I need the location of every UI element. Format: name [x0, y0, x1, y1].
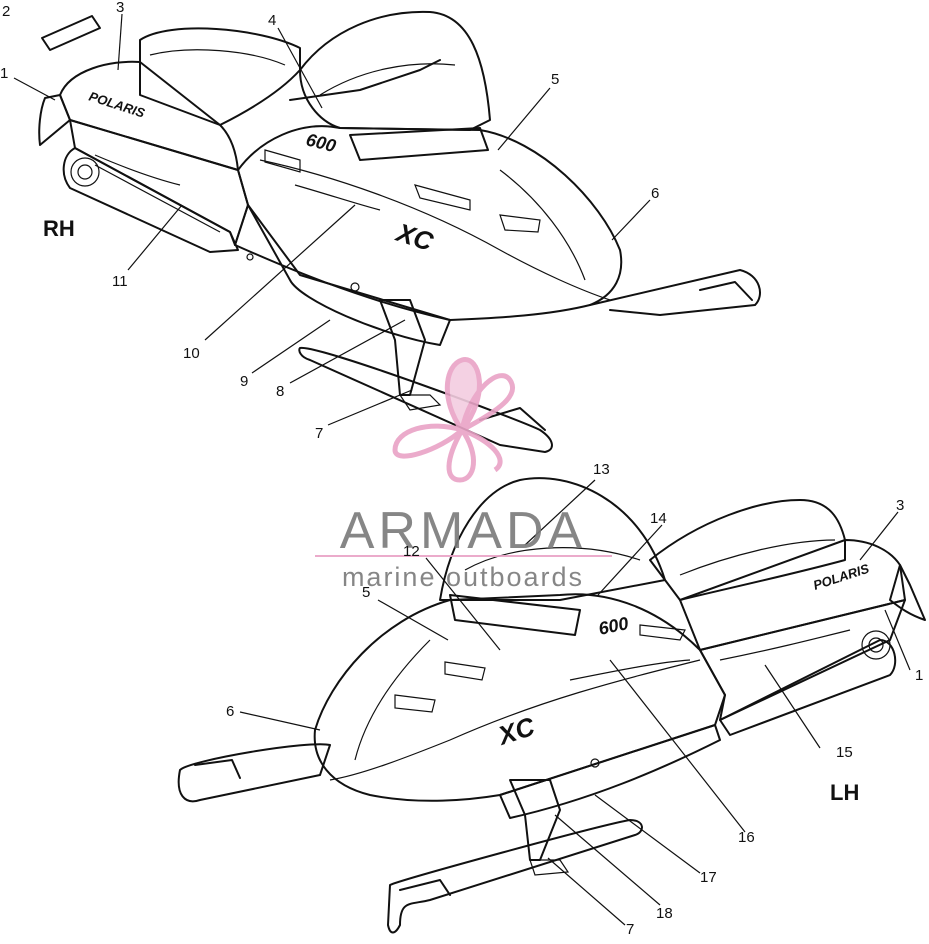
callout-number: 17 — [700, 869, 717, 886]
callouts-bottom: 1 3 5 6 7 12 13 14 15 16 17 18 — [226, 461, 923, 938]
watermark-brand: ARMADA — [340, 502, 586, 560]
callout-number: 2 — [2, 3, 10, 20]
callout-number: 6 — [226, 703, 234, 720]
callout-number: 7 — [315, 425, 323, 442]
polaris-decal-top: POLARIS — [87, 89, 147, 121]
callout-number: 16 — [738, 829, 755, 846]
callout-number: 5 — [362, 584, 370, 601]
callout-number: 14 — [650, 510, 667, 527]
xc-decal-bottom: XC — [493, 711, 540, 752]
callout-number: 12 — [403, 543, 420, 560]
leaders-top — [13, 13, 651, 426]
callout-number: 9 — [240, 373, 248, 390]
callout-number: 18 — [656, 905, 673, 922]
model-600-decal-top: 600 — [304, 129, 338, 156]
callout-number: 3 — [116, 0, 124, 16]
callout-number: 1 — [915, 667, 923, 684]
callout-number: 13 — [593, 461, 610, 478]
callout-number: 6 — [651, 185, 659, 202]
callout-number: 15 — [836, 744, 853, 761]
watermark-tagline: marine outboards — [342, 562, 584, 592]
callout-number: 5 — [551, 71, 559, 88]
snowmobile-rh-view: POLARIS 600 XC — [38, 10, 761, 453]
flower-logo-icon — [392, 357, 515, 483]
model-600-decal-bottom: 600 — [597, 613, 631, 639]
callout-number: 4 — [268, 12, 276, 29]
callout-number: 11 — [112, 273, 128, 290]
rh-label: RH — [43, 216, 75, 241]
leaders-bottom — [239, 479, 911, 926]
callout-number: 10 — [183, 345, 200, 362]
callouts-top: 1 2 3 4 5 6 7 8 9 10 11 — [0, 0, 659, 442]
armada-watermark: ARMADA marine outboards — [315, 357, 612, 592]
xc-decal-top: XC — [391, 217, 438, 258]
callout-number: 7 — [626, 921, 634, 938]
lh-label: LH — [830, 780, 859, 805]
callout-number: 3 — [896, 497, 904, 514]
callout-number: 1 — [0, 65, 8, 82]
callout-number: 8 — [276, 383, 284, 400]
